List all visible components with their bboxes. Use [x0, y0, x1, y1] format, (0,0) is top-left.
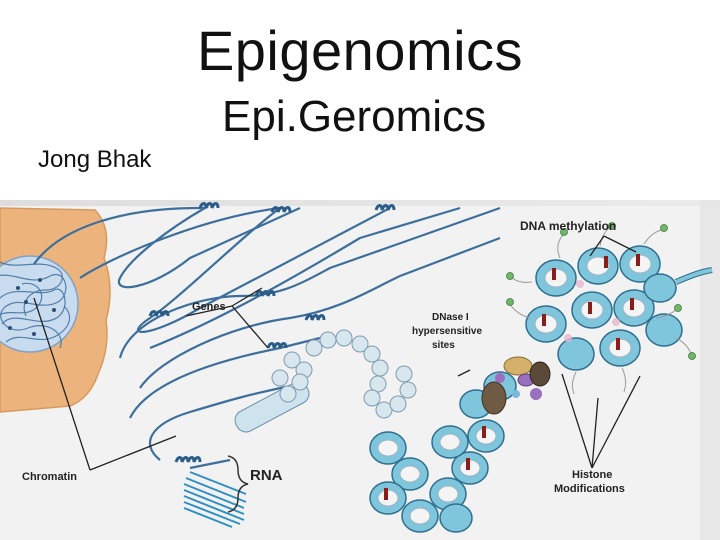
label-dnase-line2: hypersensitive: [412, 326, 482, 337]
nucleus-dots: [8, 278, 56, 336]
nucleosome-beads-upper: [271, 329, 417, 419]
label-histone-line2: Modifications: [554, 483, 625, 495]
label-chromatin: Chromatin: [22, 471, 77, 483]
tail-pink-marks: [564, 280, 620, 342]
slide-subtitle: Epi.Geromics: [222, 92, 487, 141]
gene-coils: [148, 202, 396, 463]
label-genes: Genes: [192, 301, 226, 313]
chromatin-illustration: DNA methylation Genes DNase I hypersensi…: [0, 198, 720, 540]
slide-title: Epigenomics: [196, 19, 524, 82]
chromatin-diagram: DNA methylation Genes DNase I hypersensi…: [0, 200, 720, 540]
tail-modification-dots: [506, 222, 696, 360]
dnase-site-proteins: [481, 356, 551, 415]
rna-bracket: [227, 455, 249, 513]
label-histone-line1: Histone: [572, 469, 612, 481]
label-dnase-line1: DNase I: [432, 312, 469, 323]
nucleosome-coil-lower: [369, 371, 517, 533]
label-dna-methylation: DNA methylation: [520, 219, 616, 233]
label-dnase-line3: sites: [432, 340, 455, 351]
methylation-marks: [384, 254, 640, 500]
author-name: Jong Bhak: [38, 146, 152, 173]
dna-loops: [33, 206, 501, 470]
label-rna: RNA: [250, 467, 283, 484]
pointer-lines: [33, 235, 641, 471]
